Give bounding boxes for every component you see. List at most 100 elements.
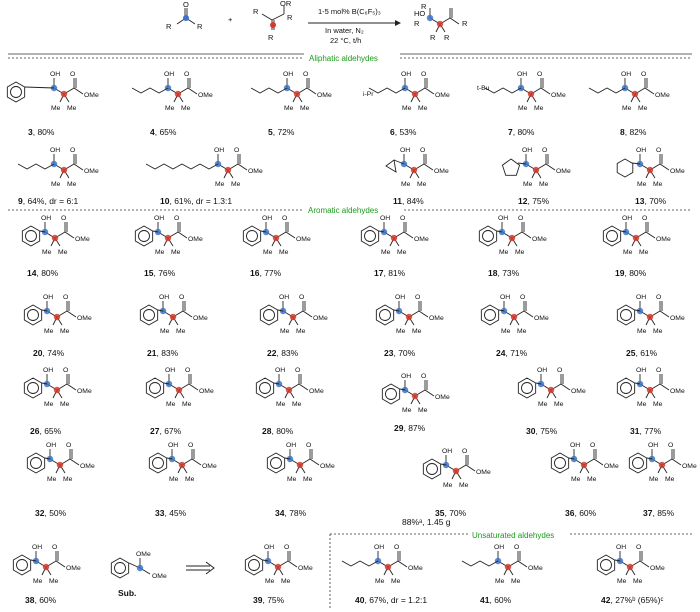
me-label: Me [401, 181, 411, 188]
o-label: O [303, 71, 308, 78]
me-label: Me [284, 105, 294, 112]
o-label: O [234, 147, 239, 154]
o-label: O [284, 544, 289, 551]
compound-caption: 24, 71% [496, 348, 528, 358]
oh-label: OH [164, 71, 174, 78]
o-label: O [394, 544, 399, 551]
me-label: Me [587, 476, 597, 483]
ome-label: OMe [77, 315, 92, 322]
me-label: Me [51, 181, 61, 188]
compound-number: 10 [160, 196, 170, 206]
me-label: Me [58, 249, 68, 256]
me-label: Me [67, 181, 77, 188]
me-label: Me [534, 105, 544, 112]
ome-label: OMe [571, 388, 586, 395]
compound-number: 30 [526, 426, 536, 436]
compound-yield: , 75% [527, 196, 549, 206]
compound-yield: , 82% [625, 127, 647, 137]
compound-caption: 37, 85% [643, 508, 675, 518]
oh-label: OH [46, 442, 56, 449]
oh-label: OH [537, 367, 547, 374]
compound-caption: 20, 74% [33, 348, 65, 358]
compound-number: 33 [155, 508, 165, 518]
me-label: Me [617, 578, 627, 585]
compound-yield: , 27%ᵇ (65%)ᶜ [610, 595, 663, 605]
ome-label: OMe [193, 315, 208, 322]
compound-number: 28 [262, 426, 272, 436]
oh-label: OH [380, 215, 390, 222]
oh-label: OH [401, 71, 411, 78]
ome-label: OMe [248, 168, 263, 175]
ome-label: OMe [84, 92, 99, 99]
compound-number: 8 [620, 127, 625, 137]
me-label: Me [402, 105, 412, 112]
compound-yield: , 65% [39, 426, 61, 436]
me-label: Me [182, 401, 192, 408]
me-label: Me [622, 105, 632, 112]
ipr-label: i-Pr [363, 91, 374, 98]
me-label: Me [181, 105, 191, 112]
ome-label: OMe [75, 236, 90, 243]
reactant1-r1: R [166, 22, 172, 31]
compound-yield: , 50% [44, 508, 66, 518]
me-label: Me [215, 181, 225, 188]
compound-number: 11 [393, 196, 402, 206]
oh-label: OH [50, 71, 60, 78]
tbu-label: t-Bu [477, 85, 490, 92]
me-label: Me [633, 578, 643, 585]
o-label: O [514, 544, 519, 551]
me-label: Me [265, 578, 275, 585]
compound-caption: 34, 78% [275, 508, 307, 518]
compound-caption: 41, 60% [480, 595, 512, 605]
o-label: O [174, 215, 179, 222]
o-label: O [52, 544, 57, 551]
plus-sign: + [228, 15, 233, 24]
compound-number: 19 [615, 268, 625, 278]
me-label: Me [287, 476, 297, 483]
oh-label: OH [43, 294, 53, 301]
compound-captions: 3, 80%4, 65%5, 72%6, 53%7, 80%8, 82%9, 6… [18, 127, 675, 605]
compound-yield: , 60% [489, 595, 511, 605]
me-label: Me [653, 401, 663, 408]
me-label: Me [381, 249, 391, 256]
me-label: Me [653, 181, 663, 188]
o-label: O [557, 367, 562, 374]
o-label: O [656, 294, 661, 301]
compound-number: 36 [565, 508, 575, 518]
ome-label: OMe [656, 236, 671, 243]
oh-label: OH [648, 442, 658, 449]
me-label: Me [396, 328, 406, 335]
compound-number: 13 [635, 196, 645, 206]
compound-number: 16 [250, 268, 260, 278]
o-label: O [63, 367, 68, 374]
ome-label: OMe [198, 92, 213, 99]
ome-label: OMe [313, 315, 328, 322]
compound-yield: , 77% [259, 268, 281, 278]
me-label: Me [639, 249, 649, 256]
compound-yield: , 87% [403, 423, 425, 433]
oh-label: OH [168, 442, 178, 449]
compound-number: 22 [267, 348, 277, 358]
compound-number: 4 [150, 127, 155, 137]
compound-yield: , 80% [36, 268, 58, 278]
product-r3: R [430, 33, 436, 42]
compound-yield: , 77% [639, 426, 661, 436]
compound-number: 9 [18, 196, 23, 206]
me-label: Me [653, 328, 663, 335]
oh-label: OH [395, 294, 405, 301]
compound-number: 40 [355, 595, 365, 605]
me-label: Me [155, 249, 165, 256]
me-label: Me [280, 328, 290, 335]
o-label: O [70, 147, 75, 154]
o-label: O [656, 367, 661, 374]
me-label: Me [281, 578, 291, 585]
